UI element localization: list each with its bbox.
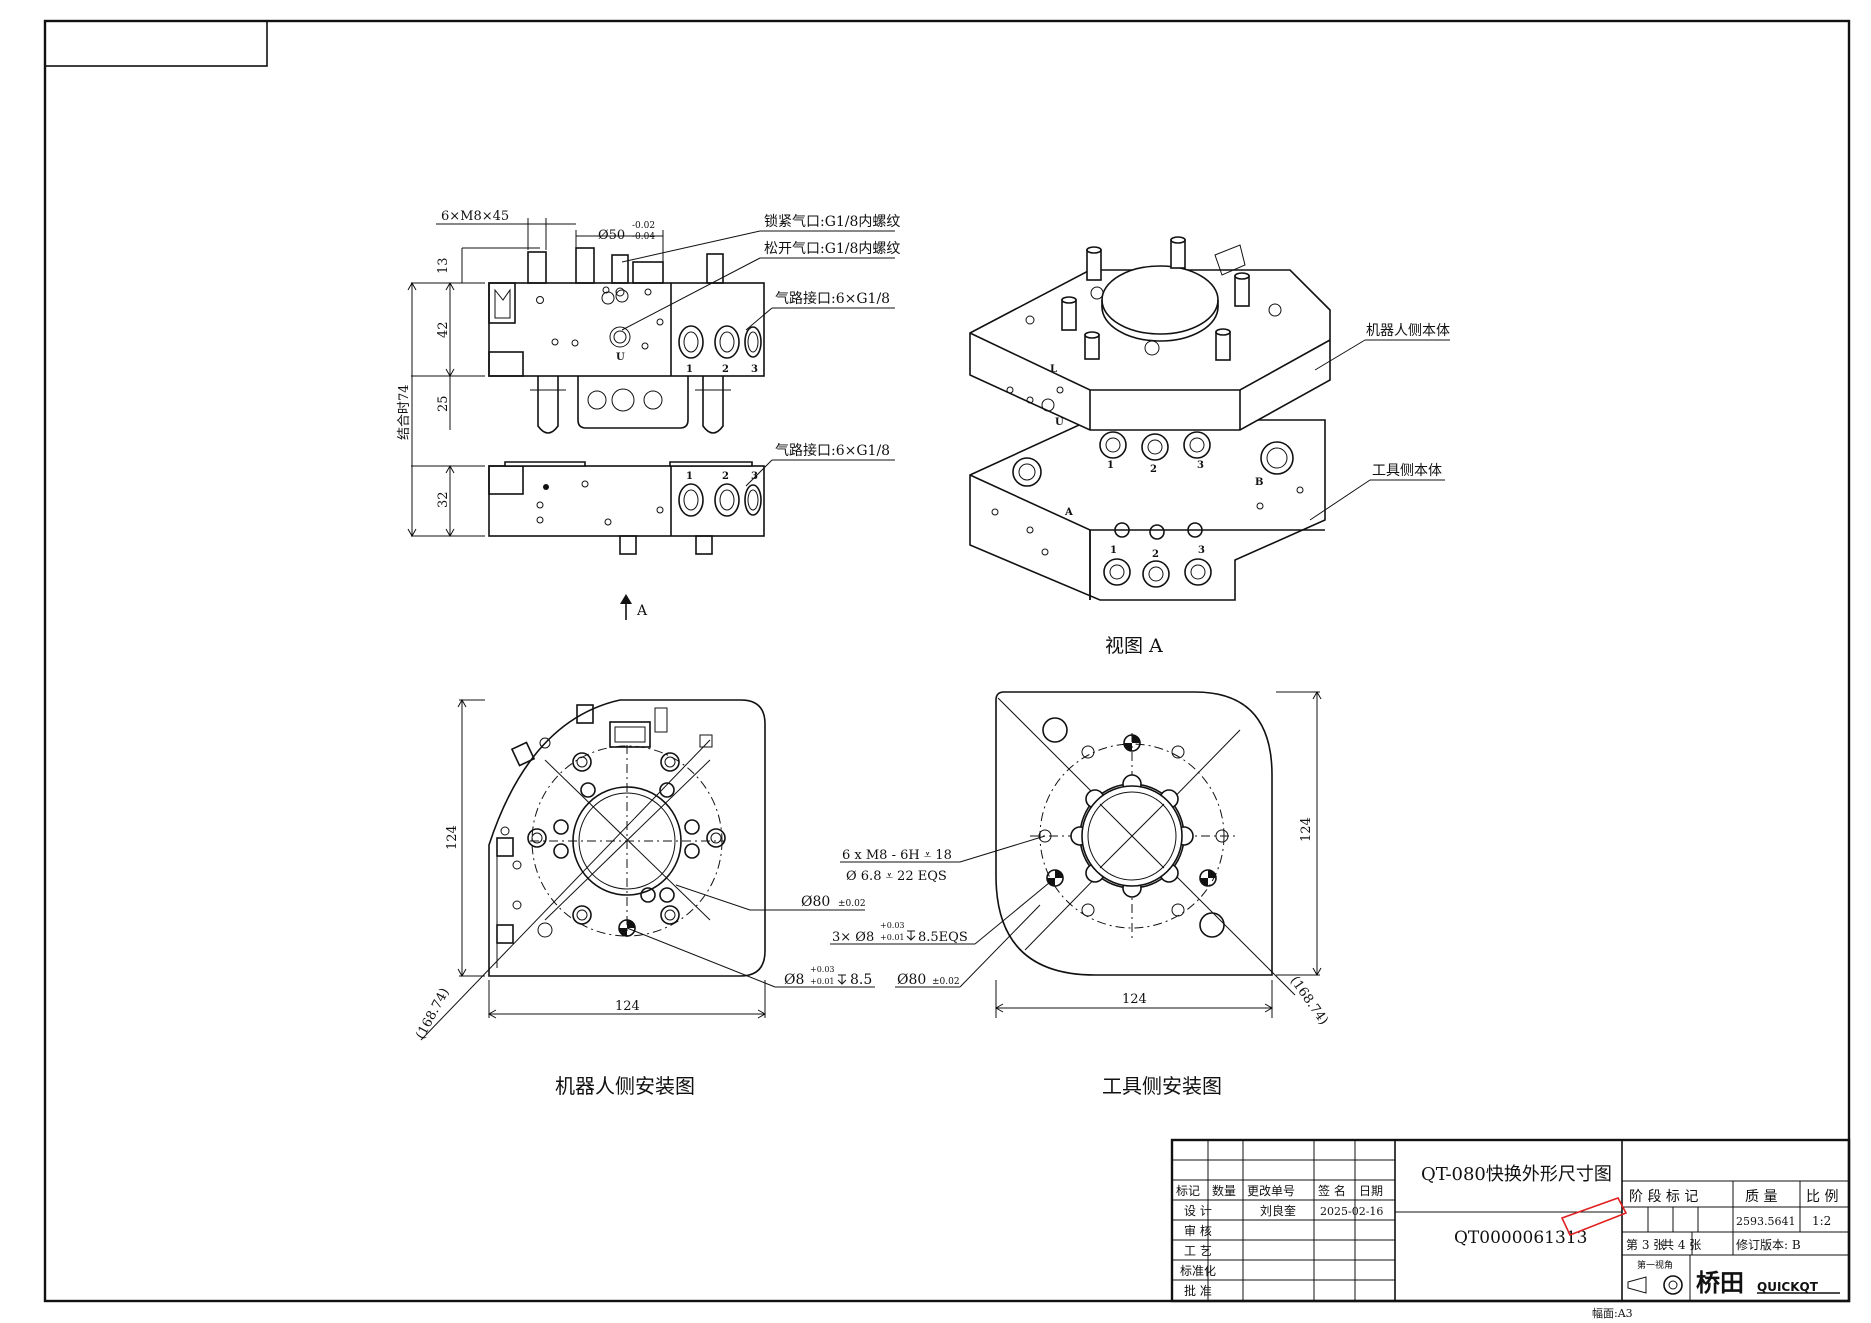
iso-port-2: 2 [1150, 464, 1157, 475]
iso-port-1: 1 [1107, 460, 1114, 471]
robot-install-view: 124 124 (168.74) Ø80 ±0.02 Ø8 +0.03 +0.0… [413, 698, 875, 1098]
tb-header-date: 日期 [1359, 1184, 1383, 1198]
robot-d8-tol-lower: +0.01 [810, 977, 835, 986]
drawing-border [43, 19, 1851, 1303]
port-3-lower: 3 [751, 471, 758, 482]
lock-port-label: 锁紧气口:G1/8内螺纹 [764, 214, 900, 230]
tb-logo-en: QUICKQT [1757, 1280, 1819, 1294]
tool-side-label: 工具侧本体 [1372, 463, 1442, 479]
tool-d80: Ø80 [897, 972, 926, 988]
tb-design-date: 2025-02-16 [1320, 1205, 1383, 1218]
tool-m8-line1: 6 x M8 - 6H ⩡ 18 [842, 848, 952, 863]
iso-label-l: L [1050, 364, 1057, 375]
tb-header-mark: 标记 [1176, 1184, 1200, 1198]
tool-m8-line2: Ø 6.8 ⩡ 22 EQS [846, 869, 947, 884]
tb-mass-label: 质 量 [1745, 1189, 1777, 1205]
tb-projection: 第一视角 [1637, 1259, 1673, 1271]
robot-d80: Ø80 [801, 894, 830, 910]
tb-row-review: 审 核 [1184, 1223, 1212, 1238]
tb-sheet-no: 第 3 张 [1626, 1238, 1665, 1252]
dia-tol-lower: -0.04 [632, 232, 655, 242]
projection-symbol-icon [1627, 1275, 1683, 1295]
view-a-caption: 视图 A [1105, 635, 1163, 657]
iso-port-1-lower: 1 [1110, 545, 1117, 556]
tool-d8-tol-lower: +0.01 [880, 933, 905, 942]
tb-row-approve: 批 准 [1184, 1283, 1212, 1298]
title-block: 标记 数量 更改单号 签 名 日期 设 计 审 核 工 艺 标准化 批 准 刘良… [1170, 1138, 1851, 1303]
tool-dim-124-v: 124 [1299, 817, 1314, 842]
tb-row-process: 工 艺 [1184, 1244, 1212, 1258]
dim-74: 结合时74 [397, 384, 412, 440]
robot-d8-tol-upper: +0.03 [810, 965, 835, 974]
tb-scale-label: 比 例 [1806, 1189, 1838, 1205]
tb-mass: 2593.5641 [1736, 1215, 1796, 1228]
front-view: U 1 2 3 [397, 209, 900, 620]
tool-diag-label: (168.74) [1287, 974, 1331, 1028]
tool-dim-124-h: 124 [1122, 992, 1147, 1007]
port-2-lower: 2 [722, 471, 729, 482]
dim-42: 42 [436, 321, 451, 338]
robot-d80-tol: ±0.02 [838, 899, 866, 909]
tool-d8-tol-upper: +0.03 [880, 921, 905, 930]
view-arrow-label: A [636, 603, 648, 619]
tool-d80-tol: ±0.02 [932, 977, 960, 987]
air-port-bottom-label: 气路接口:6×G1/8 [775, 442, 890, 459]
label-u: U [616, 352, 625, 363]
tool-d8-prefix: 3× Ø8 [832, 930, 874, 945]
tool-d8-depth: 8.5EQS [918, 930, 968, 945]
iso-label-a: A [1064, 507, 1073, 518]
dim-13: 13 [436, 257, 451, 274]
dia-label: Ø50 [598, 228, 625, 243]
iso-label-u: U [1055, 417, 1064, 428]
iso-port-2-lower: 2 [1152, 549, 1159, 560]
tb-designer: 刘良奎 [1260, 1203, 1296, 1218]
tb-title: QT-080快换外形尺寸图 [1421, 1164, 1612, 1185]
tb-row-design: 设 计 [1184, 1204, 1212, 1218]
robot-dim-124-h: 124 [615, 999, 640, 1014]
port-1-lower: 1 [686, 471, 693, 482]
robot-dim-124-v: 124 [445, 825, 460, 850]
tb-logo-cn: 桥田 [1696, 1269, 1744, 1297]
robot-install-caption: 机器人侧安装图 [555, 1074, 695, 1098]
iso-label-b: B [1255, 477, 1263, 488]
air-port-top-label: 气路接口:6×G1/8 [775, 290, 890, 307]
bolt-label: 6×M8×45 [441, 209, 509, 224]
tb-row-standard: 标准化 [1180, 1264, 1216, 1278]
tb-sheet-total: 共 4 张 [1662, 1238, 1701, 1252]
release-port-label: 松开气口:G1/8内螺纹 [764, 241, 900, 257]
tb-revision: 修订版本: B [1736, 1237, 1801, 1252]
robot-d8-depth: 8.5 [850, 972, 872, 988]
iso-view: 1 2 3 A B 1 2 3 L [969, 236, 1450, 657]
tool-install-view: 124 124 (168.74) 6 x M8 - 6H ⩡ 18 Ø 6.8 … [830, 690, 1331, 1098]
tb-header-qty: 数量 [1212, 1183, 1236, 1198]
port-1: 1 [686, 364, 693, 375]
paper-size: 幅面:A3 [1592, 1307, 1633, 1320]
dim-25: 25 [436, 395, 451, 412]
tb-drawing-no: QT0000061313 [1454, 1228, 1587, 1248]
iso-port-3: 3 [1197, 460, 1204, 471]
tb-stage-label: 阶 段 标 记 [1629, 1189, 1698, 1205]
tb-header-change: 更改单号 [1247, 1184, 1295, 1198]
red-markup-box [1560, 1197, 1628, 1237]
tool-install-caption: 工具侧安装图 [1102, 1074, 1222, 1098]
port-3: 3 [751, 364, 758, 375]
corner-label-box [44, 20, 268, 67]
robot-d8: Ø8 [784, 972, 804, 988]
tb-header-sign: 签 名 [1318, 1183, 1346, 1198]
dim-32: 32 [436, 491, 451, 508]
iso-port-3-lower: 3 [1198, 545, 1205, 556]
tb-scale: 1:2 [1812, 1214, 1831, 1228]
robot-side-label: 机器人侧本体 [1366, 323, 1450, 339]
port-2: 2 [722, 364, 729, 375]
dia-tol-upper: -0.02 [632, 221, 655, 231]
